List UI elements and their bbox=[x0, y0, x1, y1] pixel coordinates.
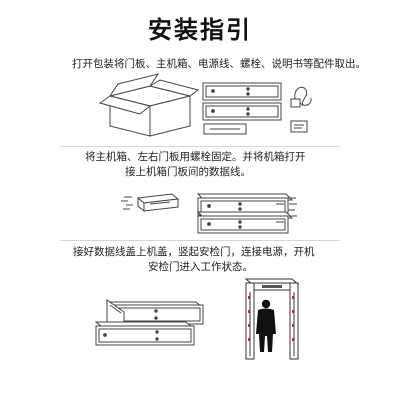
screw-icon bbox=[288, 198, 297, 216]
manual-icon bbox=[291, 121, 307, 132]
packing-box-icon bbox=[100, 74, 198, 136]
main-unit-icon bbox=[138, 194, 178, 211]
divider bbox=[60, 240, 340, 241]
door-panel-icon bbox=[198, 194, 292, 233]
step-3-instruction-line-2: 安检门进入工作状态。 bbox=[148, 261, 253, 273]
screw-icon bbox=[121, 197, 133, 209]
person-icon bbox=[256, 299, 276, 352]
step-1-instruction: 打开包装将门板、主机箱、电源线、螺栓、说明书等配件取出。 bbox=[72, 58, 366, 70]
door-panel-icon bbox=[203, 83, 281, 120]
divider bbox=[60, 146, 340, 147]
step-2-instruction-line-1: 将主机箱、左右门板用螺栓固定。并将机箱打开 bbox=[85, 151, 306, 163]
door-panel-icon bbox=[96, 322, 194, 345]
page-title: 安装指引 bbox=[148, 16, 252, 44]
step-3-instruction-line-1: 接好数据线盖上机盖，竖起安检门，连接电源，开机 bbox=[73, 246, 315, 258]
step-2-instruction-line-2: 接上机箱门板间的数据线。 bbox=[125, 166, 251, 178]
power-cord-icon bbox=[291, 87, 311, 107]
security-gate-icon bbox=[246, 279, 298, 359]
main-unit-icon bbox=[204, 124, 246, 134]
